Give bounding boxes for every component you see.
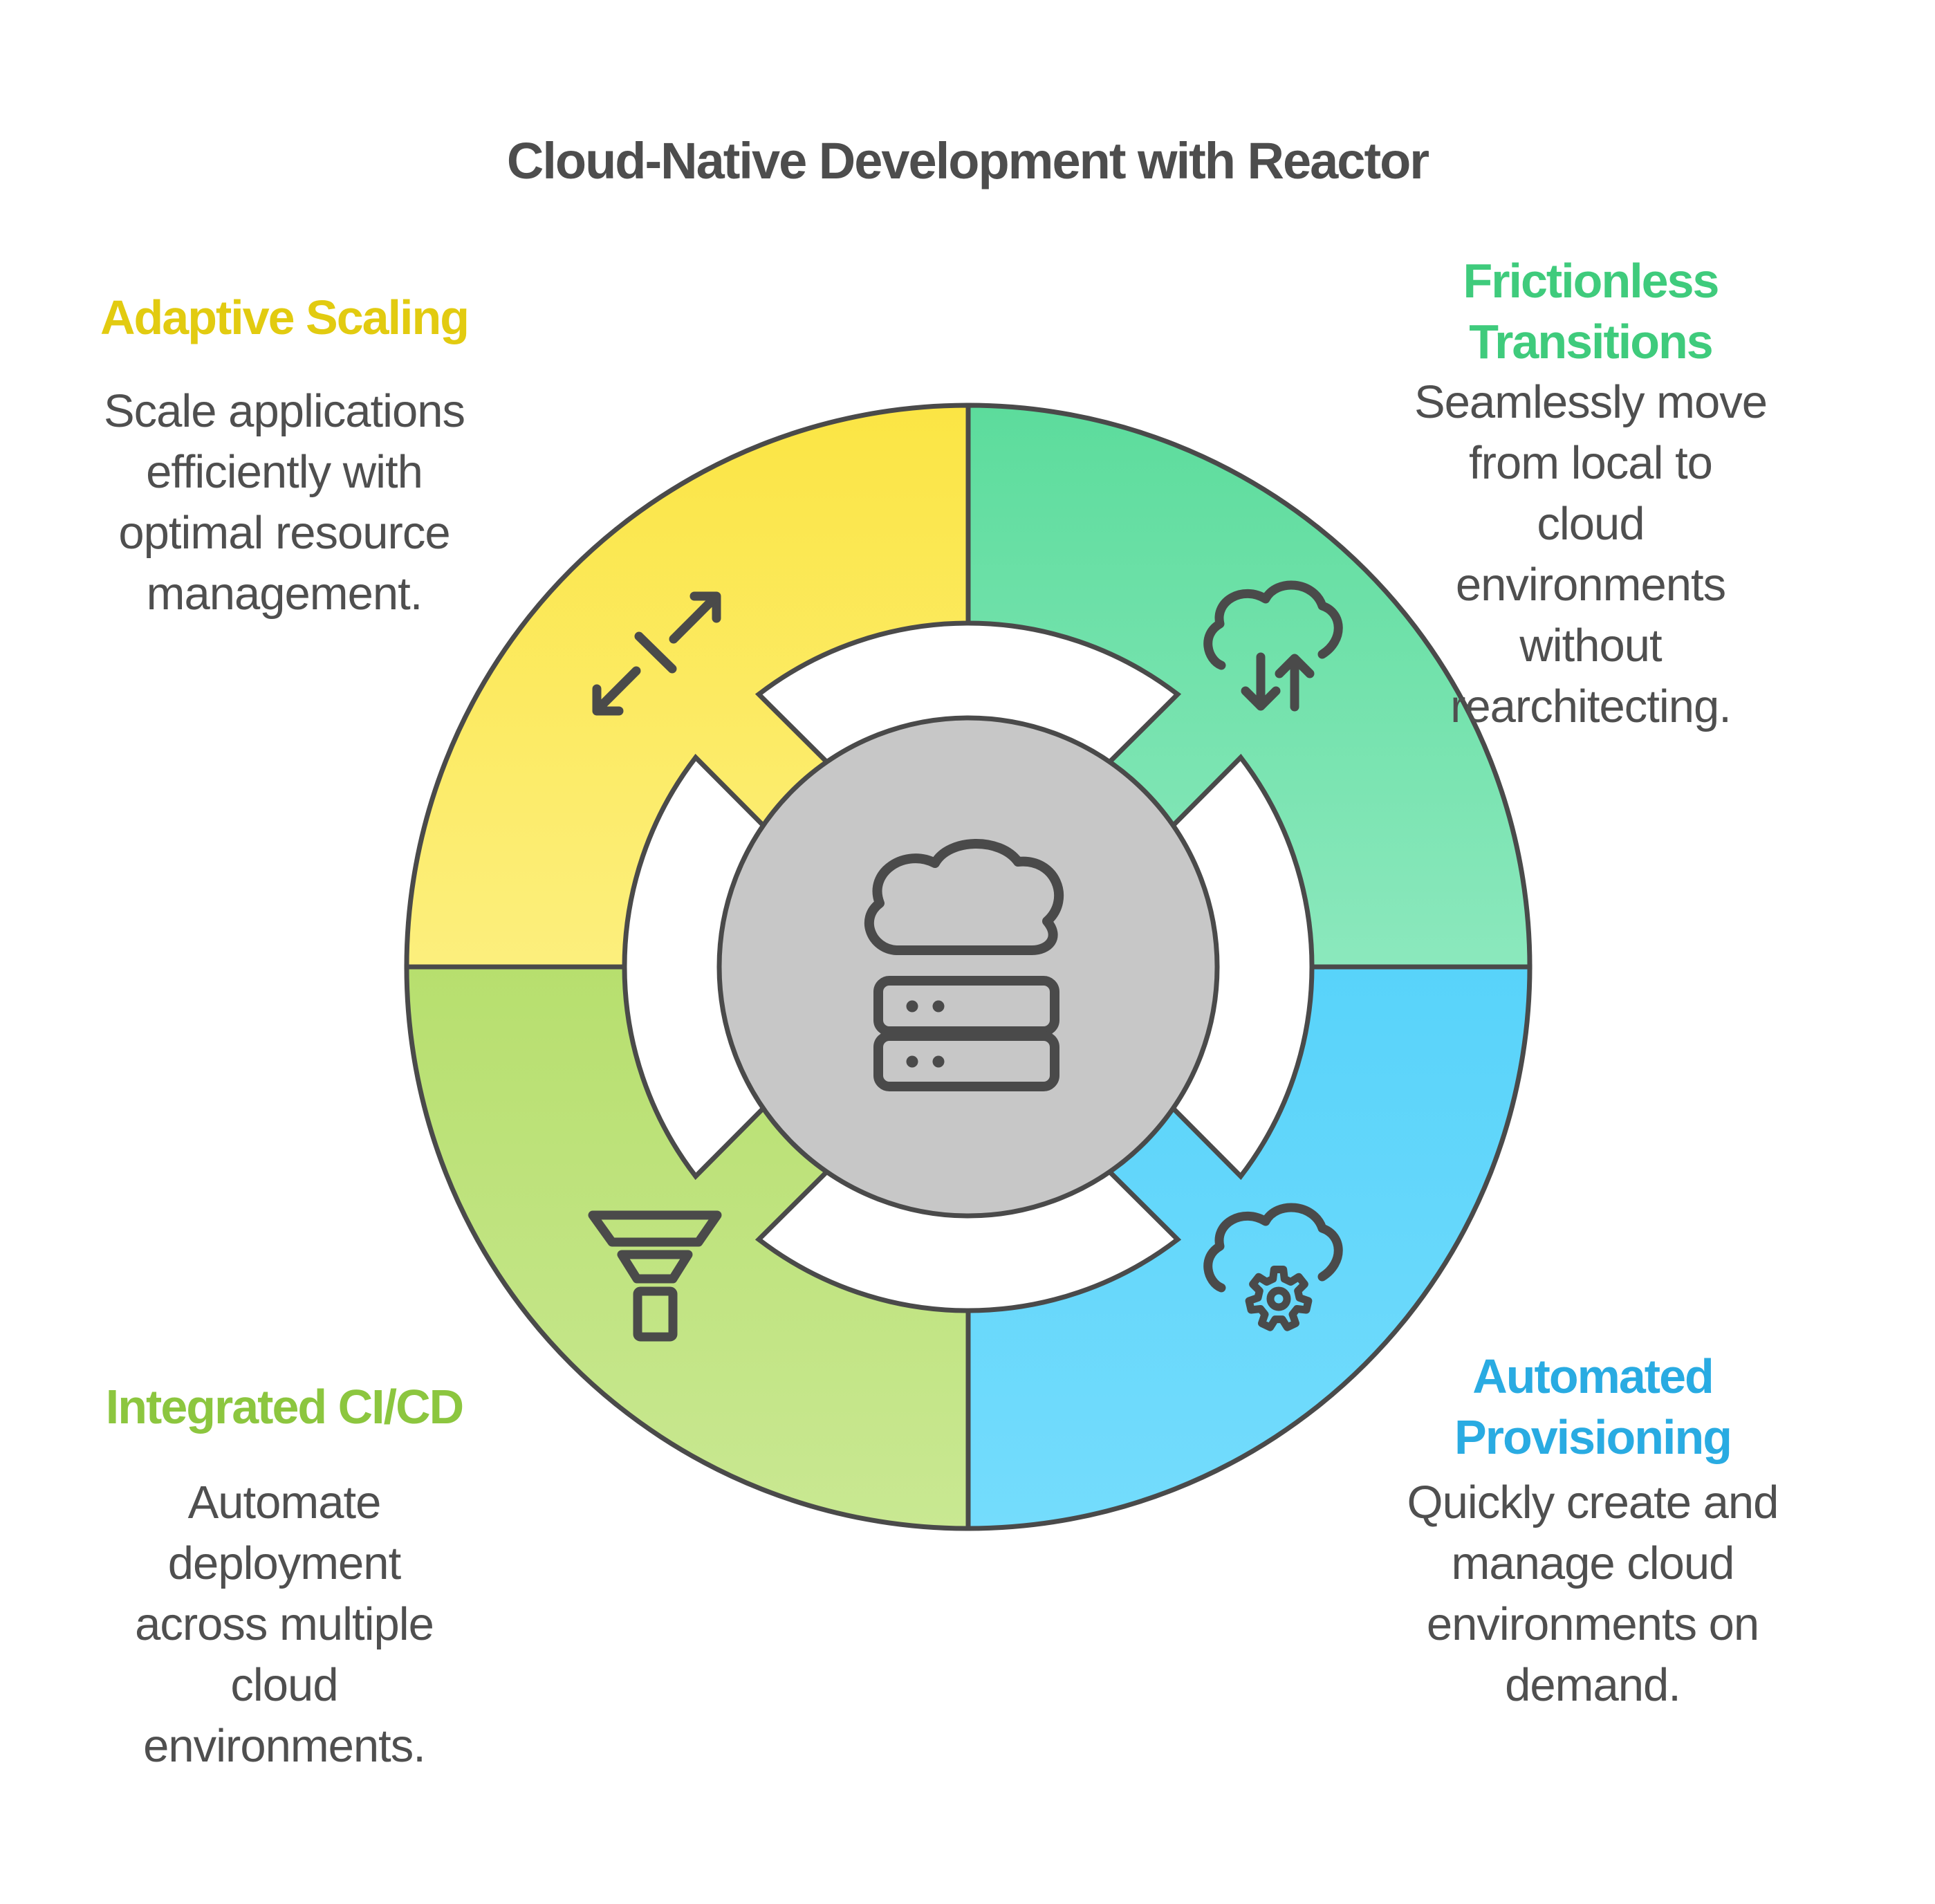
resize-arrows-icon bbox=[592, 591, 721, 716]
section-heading: Integrated CI/CD bbox=[105, 1380, 464, 1434]
cloud-server-icon bbox=[864, 839, 1064, 1091]
section-heading: Automated Provisioning bbox=[1454, 1349, 1732, 1464]
quadrant-automated-provisioning bbox=[965, 964, 1533, 1531]
section-adaptive-scaling: Adaptive Scaling Scale applications effi… bbox=[63, 287, 506, 625]
section-description: Automate deployment across multiple clou… bbox=[135, 1477, 434, 1772]
section-description: Quickly create and manage cloud environm… bbox=[1407, 1477, 1779, 1711]
section-description: Seamlessly move from local to cloud envi… bbox=[1414, 376, 1768, 732]
cloud-gear-icon bbox=[1203, 1203, 1343, 1331]
section-heading: Adaptive Scaling bbox=[100, 290, 470, 344]
section-frictionless-transitions: Frictionless Transitions Seamlessly move… bbox=[1369, 250, 1812, 737]
wheel-ring bbox=[404, 403, 1533, 1531]
center-hub bbox=[716, 715, 1220, 1219]
section-description: Scale applications efficiently with opti… bbox=[103, 385, 465, 620]
section-automated-provisioning: Automated Provisioning Quickly create an… bbox=[1371, 1346, 1814, 1716]
quadrant-adaptive-scaling bbox=[404, 403, 971, 970]
quadrant-frictionless-transitions bbox=[965, 403, 1533, 970]
section-heading: Frictionless Transitions bbox=[1463, 254, 1720, 369]
quadrant-integrated-cicd bbox=[404, 964, 971, 1531]
section-integrated-cicd: Integrated CI/CD Automate deployment acr… bbox=[63, 1376, 506, 1777]
cloud-transfer-icon bbox=[1203, 580, 1343, 712]
funnel-icon bbox=[588, 1210, 722, 1342]
page-title: Cloud-Native Development with Reactor bbox=[506, 132, 1429, 190]
